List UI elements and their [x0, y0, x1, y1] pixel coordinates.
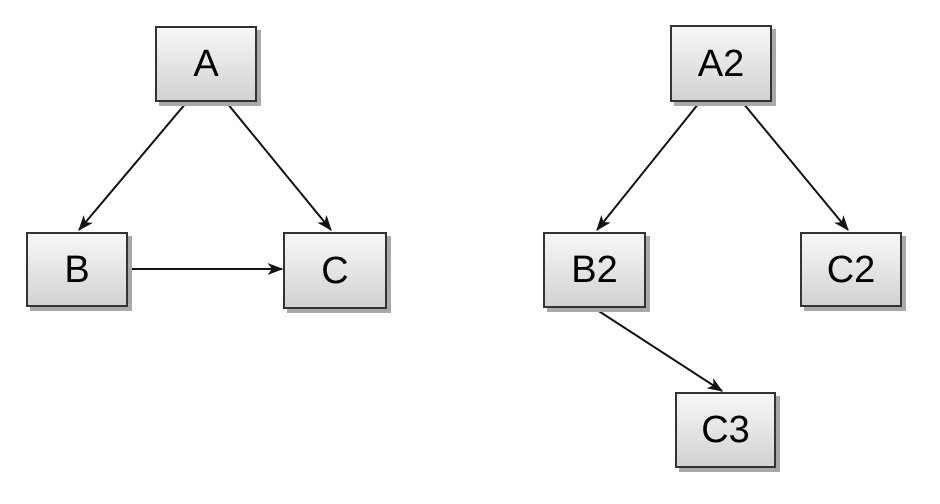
node-C3[interactable]: C3 [675, 392, 776, 468]
edge-A-B [78, 102, 187, 231]
node-label-C: C [321, 249, 349, 292]
node-label-C2: C2 [826, 248, 876, 291]
node-label-A2: A2 [697, 42, 745, 85]
edge-group [78, 102, 849, 392]
node-label-A: A [193, 43, 219, 85]
node-C[interactable]: C [283, 232, 387, 309]
edge-A-C [226, 102, 332, 231]
node-B2[interactable]: B2 [543, 232, 646, 308]
node-B[interactable]: B [26, 232, 128, 307]
node-label-B2: B2 [571, 249, 618, 291]
node-C2[interactable]: C2 [800, 232, 902, 307]
edge-A2-C2 [742, 102, 849, 231]
node-A[interactable]: A [155, 26, 257, 102]
node-A2[interactable]: A2 [670, 25, 772, 102]
edge-A2-B2 [596, 102, 700, 231]
node-label-C3: C3 [701, 409, 750, 451]
node-label-B: B [64, 248, 90, 291]
edge-B2-C3 [593, 307, 724, 392]
